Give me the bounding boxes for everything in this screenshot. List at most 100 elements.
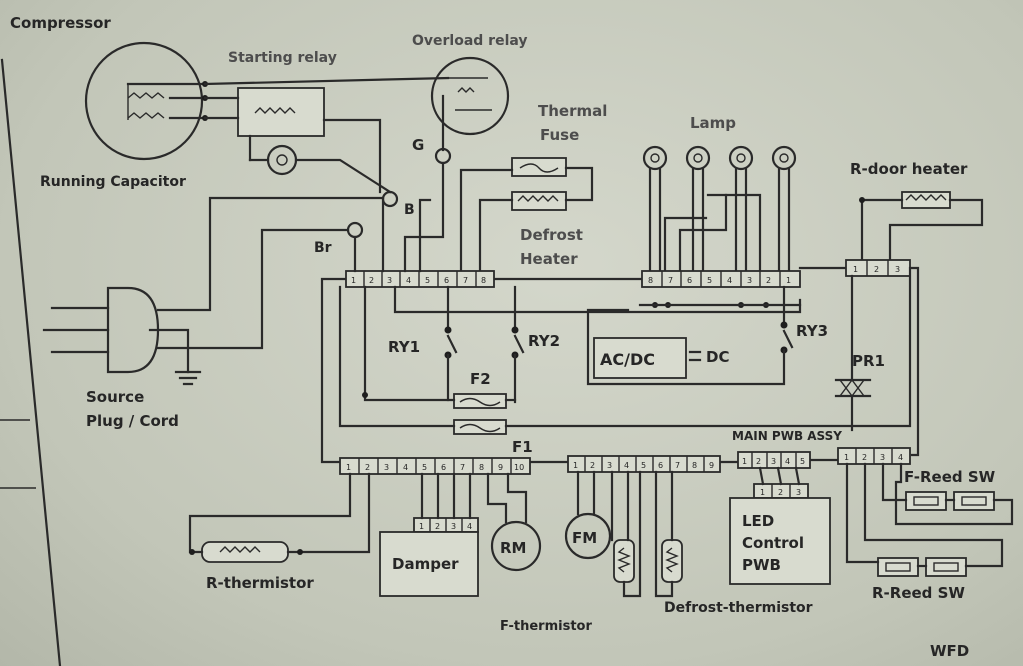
f1-label: F1	[512, 438, 533, 456]
lamp-2-icon	[685, 145, 711, 272]
ry1-contact	[446, 334, 458, 354]
defrost-thermistor-label: Defrost-thermistor	[664, 600, 813, 616]
starting-relay-box	[237, 87, 325, 137]
ry2-label: RY2	[528, 332, 560, 350]
damper-box	[379, 531, 479, 597]
r-thermistor-label: R-thermistor	[206, 574, 314, 592]
starting-relay-label: Starting relay	[228, 50, 337, 66]
terminal-g-label: G	[412, 136, 424, 154]
compressor-coil-main	[127, 92, 165, 99]
running-capacitor-label: Running Capacitor	[40, 174, 186, 190]
svg-text:3: 3	[384, 463, 389, 472]
f-reed-switch-icon	[905, 491, 995, 511]
svg-text:2: 2	[369, 276, 374, 285]
pwb-label: PWB	[742, 556, 781, 574]
lamp-3-icon	[728, 145, 754, 272]
led-control-pwb-box	[729, 497, 831, 585]
svg-text:3: 3	[387, 276, 392, 285]
svg-text:4: 4	[406, 276, 411, 285]
svg-text:5: 5	[800, 457, 805, 466]
fm-label: FM	[572, 529, 597, 547]
ry3-contact	[782, 329, 794, 349]
thermal-label: Thermal	[538, 102, 607, 120]
running-capacitor-icon	[266, 144, 298, 176]
svg-text:9: 9	[498, 463, 503, 472]
svg-text:3: 3	[451, 522, 456, 531]
svg-text:6: 6	[687, 276, 692, 285]
svg-text:3: 3	[771, 457, 776, 466]
compressor-coil-start	[127, 112, 165, 119]
svg-text:8: 8	[648, 276, 653, 285]
svg-text:8: 8	[481, 276, 486, 285]
svg-text:4: 4	[727, 276, 732, 285]
overload-relay-icon	[430, 56, 510, 136]
terminal-b-label: B	[404, 202, 415, 218]
svg-text:3: 3	[747, 276, 752, 285]
svg-text:2: 2	[766, 276, 771, 285]
svg-text:4: 4	[898, 453, 903, 462]
ground-icon	[174, 370, 202, 386]
ac-dc-converter-box	[593, 337, 687, 379]
terminal-br-icon	[346, 221, 364, 239]
svg-text:6: 6	[658, 461, 663, 470]
svg-text:3: 3	[895, 265, 900, 274]
svg-text:4: 4	[467, 522, 472, 531]
defrost-thermistor-icon	[661, 539, 683, 583]
r-door-heater-label: R-door heater	[850, 160, 968, 178]
svg-text:2: 2	[862, 453, 867, 462]
fm-motor-icon	[564, 512, 612, 560]
svg-text:1: 1	[786, 276, 791, 285]
damper-label: Damper	[392, 555, 459, 573]
svg-text:4: 4	[403, 463, 408, 472]
svg-text:2: 2	[778, 488, 783, 497]
svg-text:1: 1	[573, 461, 578, 470]
connector-bottom-reed	[837, 447, 911, 465]
overload-relay-element	[448, 77, 492, 111]
svg-text:8: 8	[692, 461, 697, 470]
svg-text:1: 1	[346, 463, 351, 472]
r-reed-switch-icon	[877, 557, 967, 577]
svg-text:3: 3	[796, 488, 801, 497]
f-thermistor-icon	[613, 539, 635, 583]
lamp-label: Lamp	[690, 114, 736, 132]
ry1-label: RY1	[388, 338, 420, 356]
svg-text:2: 2	[435, 522, 440, 531]
svg-text:1: 1	[419, 522, 424, 531]
svg-text:1: 1	[351, 276, 356, 285]
r-thermistor-icon	[201, 541, 289, 563]
svg-text:2: 2	[590, 461, 595, 470]
connector-bottom-led	[737, 451, 811, 469]
svg-text:5: 5	[641, 461, 646, 470]
dc-output-icon	[688, 350, 702, 362]
svg-text:5: 5	[422, 463, 427, 472]
svg-text:8: 8	[479, 463, 484, 472]
fuse-label: Fuse	[540, 126, 579, 144]
svg-text:6: 6	[444, 276, 449, 285]
dc-label: DC	[706, 348, 729, 366]
rm-label: RM	[500, 539, 526, 557]
svg-text:5: 5	[707, 276, 712, 285]
svg-text:7: 7	[668, 276, 673, 285]
f2-label: F2	[470, 370, 491, 388]
f-reed-sw-label: F-Reed SW	[904, 468, 996, 486]
panel-edge	[0, 58, 62, 666]
svg-text:4: 4	[624, 461, 629, 470]
ry3-label: RY3	[796, 322, 828, 340]
svg-text:4: 4	[785, 457, 790, 466]
rm-motor-icon	[490, 520, 542, 572]
control-label: Control	[742, 534, 804, 552]
svg-text:7: 7	[460, 463, 465, 472]
connector-top-mid	[641, 270, 801, 288]
led-label: LED	[742, 512, 774, 530]
svg-text:2: 2	[756, 457, 761, 466]
connector-bottom-mid	[567, 455, 721, 473]
svg-text:1: 1	[853, 265, 858, 274]
overload-relay-label: Overload relay	[412, 33, 528, 49]
svg-text:7: 7	[463, 276, 468, 285]
r-reed-sw-label: R-Reed SW	[872, 584, 965, 602]
svg-text:3: 3	[880, 453, 885, 462]
pr1-triac-icon	[834, 378, 872, 398]
starting-relay-coil	[254, 107, 296, 114]
source-label: Source	[86, 388, 144, 406]
